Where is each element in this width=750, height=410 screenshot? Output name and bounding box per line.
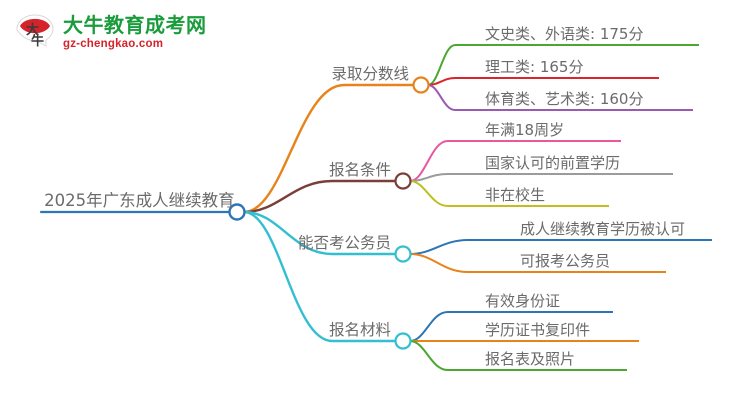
- mindmap-leaf-edge: [409, 239, 511, 255]
- mindmap-leaf-label-2-3[interactable]: 非在校生: [485, 186, 545, 204]
- mindmap-leaf-edge: [427, 84, 476, 111]
- logo-text: 大牛教育成考网 gz-chengkao.com: [63, 15, 207, 51]
- mindmap-leaf-label-1-2[interactable]: 理工类: 165分: [485, 58, 583, 76]
- mindmap-branch-label-1[interactable]: 录取分数线: [332, 65, 410, 83]
- mindmap-branch-edge: [242, 83, 416, 214]
- mindmap-branch-edge: [242, 210, 398, 343]
- mindmap-leaf-edge: [409, 253, 511, 273]
- mindmap-branch-node-2[interactable]: [394, 172, 412, 190]
- mindmap-branch-label-3[interactable]: 能否考公务员: [298, 234, 391, 252]
- mindmap-root-label: 2025年广东成人继续教育: [44, 191, 235, 210]
- mindmap-leaf-label-1-1[interactable]: 文史类、外语类: 175分: [485, 25, 643, 43]
- mindmap-leaf-edge: [427, 44, 476, 86]
- mindmap-leaf-edge: [409, 340, 476, 371]
- svg-text:大: 大: [26, 22, 39, 38]
- logo-brand-name: 大牛教育成考网: [63, 13, 207, 38]
- svg-text:牛: 牛: [31, 33, 44, 49]
- mindmap-branch-label-2[interactable]: 报名条件: [329, 161, 391, 179]
- mindmap-leaf-label-2-1[interactable]: 年满18周岁: [485, 121, 564, 139]
- mindmap-branch-edge: [242, 210, 398, 256]
- mindmap-branch-label-4[interactable]: 报名材料: [329, 321, 391, 339]
- mindmap-branch-node-4[interactable]: [394, 332, 412, 350]
- mindmap-leaf-label-4-2[interactable]: 学历证书复印件: [485, 321, 590, 339]
- mindmap-branch-edge: [242, 179, 398, 214]
- mindmap-leaf-edge: [409, 180, 476, 207]
- mindmap-leaf-label-2-2[interactable]: 国家认可的前置学历: [485, 154, 620, 172]
- mindmap-leaf-label-3-1[interactable]: 成人继续教育学历被认可: [520, 220, 685, 238]
- mindmap-leaf-edge: [409, 311, 476, 342]
- logo-site-url: gz-chengkao.com: [63, 38, 164, 51]
- mindmap-root-node[interactable]: [228, 203, 246, 221]
- mindmap-leaf-label-3-2[interactable]: 可报考公务员: [520, 252, 610, 270]
- mindmap-edges: [40, 44, 712, 371]
- site-logo[interactable]: 大 牛 大牛教育成考网 gz-chengkao.com: [14, 10, 206, 56]
- mindmap-nodes: [228, 76, 430, 350]
- mindmap-branch-node-3[interactable]: [394, 245, 412, 263]
- logo-mark-icon: 大 牛: [14, 12, 56, 54]
- mindmap-leaf-edge: [409, 140, 476, 182]
- mindmap-leaf-label-1-3[interactable]: 体育类、艺术类: 160分: [485, 90, 643, 108]
- mindmap-leaf-label-4-3[interactable]: 报名表及照片: [485, 350, 575, 368]
- mindmap-leaf-label-4-1[interactable]: 有效身份证: [485, 292, 560, 310]
- mindmap-branch-node-1[interactable]: [412, 76, 430, 94]
